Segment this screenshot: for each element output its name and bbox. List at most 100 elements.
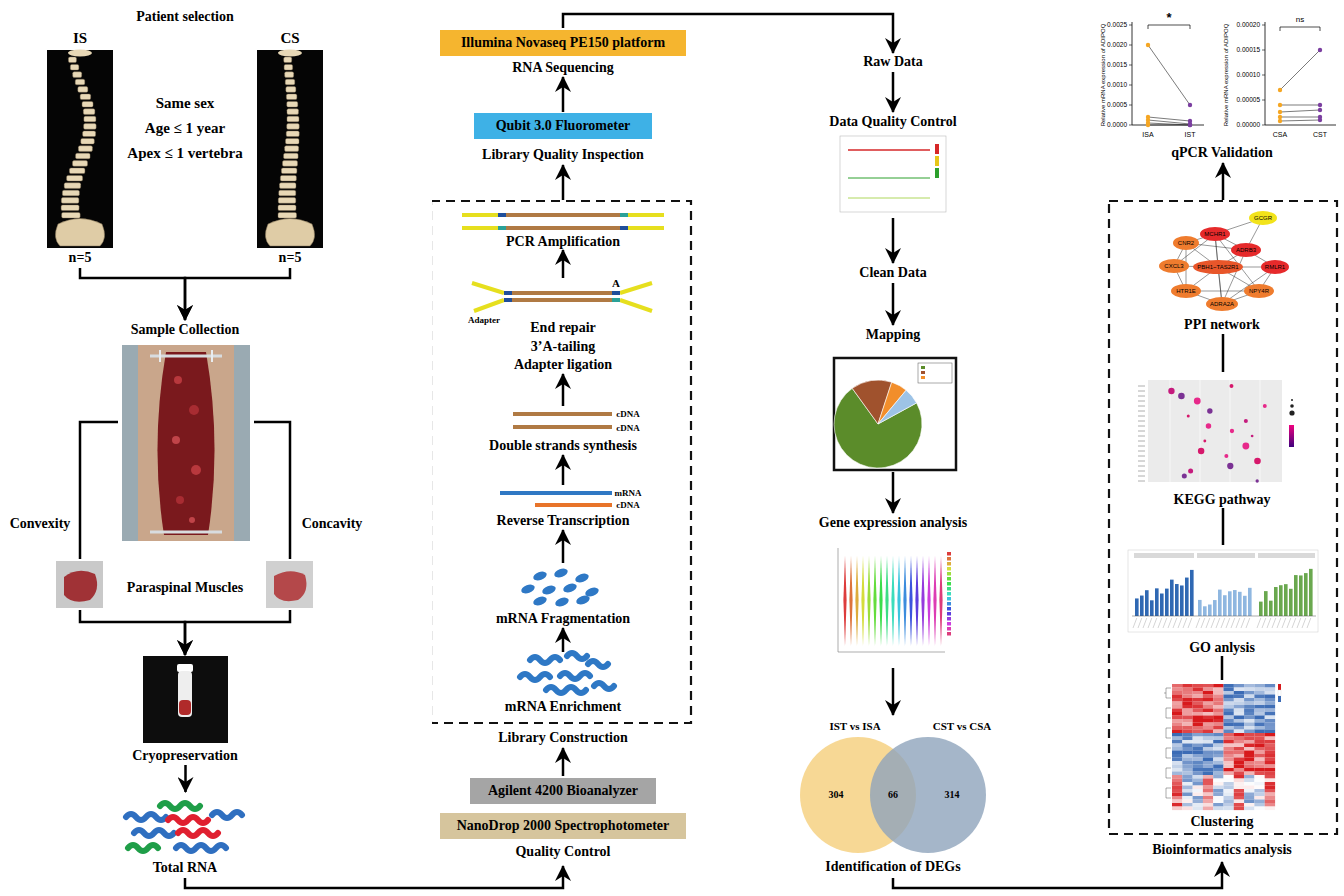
qpcr-plot: [1265, 22, 1266, 125]
heatmap: [1254, 702, 1264, 706]
node-text: Bioinformatics analysis: [1152, 843, 1292, 857]
go-bar-chart: [1294, 575, 1298, 616]
heatmap: [1244, 800, 1254, 804]
violin-plot: [838, 548, 839, 652]
violin-plot: [933, 556, 936, 646]
ct-spine-image: [281, 168, 297, 174]
heatmap: [1234, 726, 1244, 730]
pie-chart: [921, 371, 925, 374]
heatmap: [1213, 775, 1223, 779]
heatmap: [1182, 691, 1192, 695]
heatmap: [1172, 709, 1182, 713]
library-step-art: [594, 683, 614, 689]
library-step-art: [462, 215, 664, 311]
qpcr-plot: [1262, 125, 1265, 126]
heatmap: [1213, 712, 1223, 716]
violin-plot: [947, 552, 951, 556]
heatmap: [1224, 754, 1234, 758]
qpcr-plot: [1278, 110, 1282, 114]
heatmap: [1278, 684, 1281, 690]
heatmap: [1203, 726, 1213, 730]
library-step-art: [506, 213, 620, 217]
go-bar-chart: [1165, 589, 1169, 616]
heatmap: [1244, 747, 1254, 751]
qpcr-plot: [1129, 105, 1132, 106]
go-bar-chart: [1299, 575, 1303, 616]
annotation-label: mRNA: [615, 489, 642, 498]
heatmap: [1166, 788, 1171, 798]
heatmap: [1244, 688, 1254, 692]
heatmap: [1213, 723, 1223, 727]
heatmap: [1172, 758, 1182, 762]
ct-spine-image: [73, 72, 82, 78]
dashed-border: [1109, 201, 1337, 834]
chart-label: GCGR: [1254, 215, 1272, 221]
heatmap: [1213, 747, 1223, 751]
violin-plot: [867, 556, 870, 646]
chart-label: ns: [1296, 16, 1304, 24]
heatmap: [1265, 761, 1275, 765]
chart-label: 0.00000: [1237, 122, 1261, 129]
chart-label: ADRA2A: [1210, 301, 1234, 307]
heatmap: [1193, 800, 1203, 804]
heatmap: [1213, 789, 1223, 793]
ct-spine-image: [78, 87, 88, 93]
heatmap: [1254, 723, 1264, 727]
heatmap: [1224, 716, 1234, 720]
heatmap: [1244, 751, 1254, 755]
node-text: Double strands synthesis: [489, 439, 637, 453]
heatmap: [1193, 726, 1203, 730]
heatmap: [1166, 688, 1171, 698]
go-bar-chart: [1258, 553, 1315, 558]
node-text: Adapter ligation: [514, 358, 612, 372]
heatmap: [1172, 761, 1182, 765]
heatmap: [1265, 796, 1275, 800]
rna-strands: [126, 803, 242, 851]
heatmap: [1224, 793, 1234, 797]
heatmap: [1172, 782, 1182, 786]
heatmap: [1172, 726, 1182, 730]
quality-chart: [935, 156, 939, 166]
instrument-box: Agilent 4200 Bioanalyzer: [470, 778, 656, 804]
heatmap: [1234, 730, 1244, 734]
heatmap: [1213, 779, 1223, 783]
flow-arrow: [892, 283, 895, 325]
go-bar-chart: [1173, 618, 1177, 628]
heatmap: [1254, 698, 1264, 702]
stage-node: Clustering: [1162, 680, 1282, 830]
heatmap: [1265, 789, 1275, 793]
heatmap: [1244, 737, 1254, 741]
heatmap: [1193, 758, 1203, 762]
heatmap: [1193, 719, 1203, 723]
heatmap: [1193, 807, 1203, 811]
ct-spine-image: [62, 212, 81, 218]
qpcr-plot: [1318, 103, 1322, 107]
library-step-art: [541, 584, 557, 596]
go-bar-chart: [1134, 553, 1194, 558]
go-bar-chart: [1236, 618, 1240, 628]
muscle-sample: [56, 561, 313, 608]
heatmap: [1193, 688, 1203, 692]
heatmap: [1254, 751, 1264, 755]
heatmap: [1224, 751, 1234, 755]
connector-line: [1222, 334, 1225, 372]
stage-node: Patient selectionISn=5CSn=5: [30, 5, 340, 270]
ct-spine-image: [61, 205, 79, 211]
heatmap: [1224, 737, 1234, 741]
heatmap: [1244, 796, 1254, 800]
go-bar-chart: [1197, 553, 1255, 558]
chart-label: CSA: [1273, 131, 1287, 138]
heatmap: [1193, 705, 1203, 709]
heatmap: [1193, 786, 1203, 790]
heatmap: [1244, 730, 1254, 734]
heatmap: [1193, 761, 1203, 765]
kegg-bubble-plot: [1138, 391, 1145, 392]
node-text: End repair: [530, 321, 595, 335]
heatmap: [1254, 796, 1264, 800]
ct-spine-image: [285, 72, 294, 78]
kegg-bubble-plot: [1200, 380, 1201, 482]
kegg-bubble-plot: [1260, 380, 1261, 482]
heatmap: [1244, 807, 1254, 811]
violin-plot: [947, 632, 951, 636]
heatmap: [1203, 719, 1213, 723]
